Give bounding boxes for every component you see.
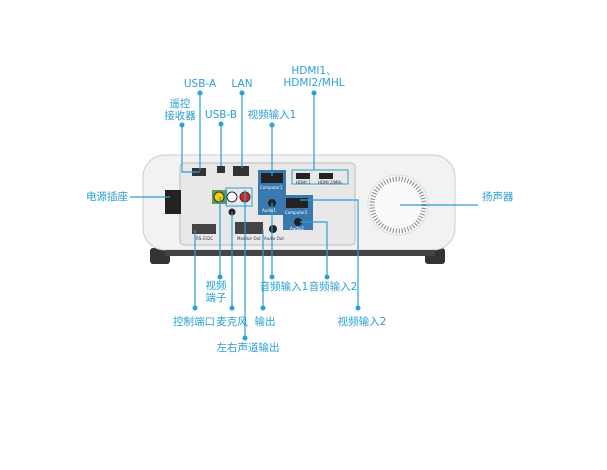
label-composite: 视频端子 <box>205 280 227 304</box>
label-power: 电源插座 <box>86 191 128 203</box>
label-video-in-1: 视频输入1 <box>247 109 297 121</box>
label-audio-in-1: 音频输入1 <box>259 281 309 293</box>
label-video-in-2: 视频输入2 <box>337 316 387 328</box>
label-hdmi: HDMI1、HDMI2/MHL <box>283 65 345 89</box>
lan-port <box>233 166 249 176</box>
monitor-out-port-label: Monitor Out <box>237 236 261 241</box>
label-lan: LAN <box>231 78 253 90</box>
computer2-port-label: Computer2 <box>285 210 308 215</box>
audio-out-port-label: Audio Out <box>264 236 284 241</box>
label-output: 输出 <box>254 316 276 328</box>
label-mic: 麦克风 <box>216 316 248 328</box>
audio2-port-label: Audio2 <box>290 226 304 231</box>
audio1-port-label: Audio1 <box>262 208 276 213</box>
monitor-out-port <box>235 222 263 234</box>
label-usb-a: USB-A <box>183 78 217 90</box>
label-remote-receiver: 遥控接收器 <box>164 98 196 122</box>
computer1-port-label: Computer1 <box>260 185 283 190</box>
hdmi2-port <box>319 173 333 179</box>
label-speaker: 扬声器 <box>482 191 514 203</box>
hdmi1-port <box>296 173 310 179</box>
usb-b-port <box>217 166 225 173</box>
label-usb-b: USB-B <box>204 109 238 121</box>
label-lr-out: 左右声道输出 <box>216 342 280 354</box>
hdmi1-port-label: HDMI 1 <box>296 180 311 185</box>
power-socket <box>165 190 181 214</box>
hdmi2-port-label: HDMI 2/MHL <box>318 180 343 185</box>
label-audio-in-2: 音频输入2 <box>308 281 358 293</box>
label-control-port: 控制端口 <box>173 316 215 328</box>
rs232c-port-label: RS-232C <box>196 236 214 241</box>
rs232c-port <box>192 224 216 234</box>
